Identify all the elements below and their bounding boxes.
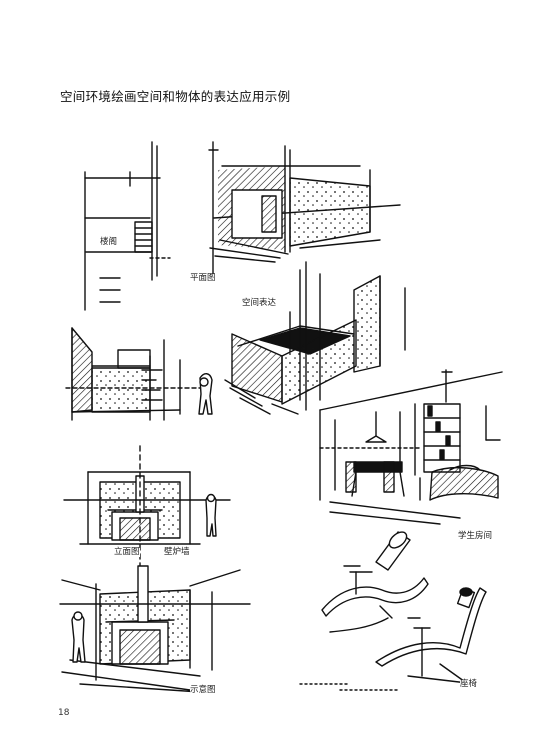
page-number: 18 [58, 708, 70, 718]
label-space: 空间表达 [242, 298, 277, 308]
label-schematic: 示意图 [190, 685, 216, 695]
stair-room-sketch [66, 328, 212, 420]
chair-sketch [300, 529, 486, 690]
label-room: 学生房间 [458, 531, 493, 541]
page-title: 空间环境绘画空间和物体的表达应用示例 [60, 89, 291, 104]
label-fireplace: 壁炉墙 [164, 547, 190, 557]
plan-sketch [85, 142, 218, 310]
label-chair: 座椅 [460, 679, 478, 689]
student-room-sketch [320, 370, 502, 524]
corner-perspective-sketch [210, 146, 400, 262]
label-plan: 平面图 [190, 273, 216, 283]
schematic-sketch [60, 566, 250, 692]
space-expression-sketch [225, 262, 405, 414]
elevation-sketch [64, 446, 230, 600]
label-stair: 楼阁 [100, 237, 118, 247]
label-elevation: 立面图 [114, 547, 140, 557]
